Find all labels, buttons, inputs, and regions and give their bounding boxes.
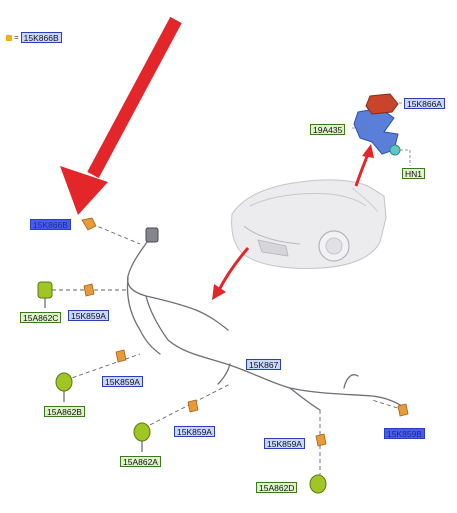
part-label-15K866B-highlight[interactable]: 15K866B (30, 219, 71, 230)
curved-arrowhead-front-icon (212, 284, 226, 300)
curved-arrow-to-module-icon (354, 153, 370, 187)
part-label-15A862A[interactable]: 15A862A (120, 456, 161, 467)
curved-arrowhead-module-icon (362, 144, 374, 158)
legend-part-label[interactable]: 15K866B (20, 32, 62, 43)
part-label-15K867[interactable]: 15K867 (246, 359, 282, 370)
wiring-harness (126, 237, 403, 411)
part-label-15A862C[interactable]: 15A862C (20, 312, 62, 323)
part-label-19A435[interactable]: 19A435 (310, 124, 346, 135)
parking-module-assembly (352, 93, 411, 166)
large-red-arrow-icon (60, 16, 182, 215)
part-label-HN1[interactable]: HN1 (402, 168, 426, 179)
part-label-15K859A-mid-left[interactable]: 15K859A (102, 376, 143, 387)
part-label-15A862D[interactable]: 15A862D (256, 482, 298, 493)
car-illustration (231, 179, 387, 269)
part-label-15K866A[interactable]: 15K866A (404, 98, 445, 109)
legend: = 15K866B (6, 32, 62, 43)
part-label-15K859A-center[interactable]: 15K859A (174, 426, 215, 437)
part-label-15K859B-highlight[interactable]: 15K859B (384, 428, 425, 439)
legend-symbol: = (14, 33, 19, 42)
legend-marker-icon (6, 34, 12, 41)
curved-arrow-to-front-icon (216, 247, 250, 293)
harness-connector-top-icon (145, 227, 159, 243)
part-label-15K859A-lower-right[interactable]: 15K859A (264, 438, 305, 449)
sensor-stems (44, 298, 143, 452)
sensor-brackets (81, 217, 409, 447)
part-label-15A862B[interactable]: 15A862B (44, 406, 85, 417)
part-label-15K859A-upper-left[interactable]: 15K859A (68, 310, 109, 321)
parking-sensors (37, 281, 327, 494)
